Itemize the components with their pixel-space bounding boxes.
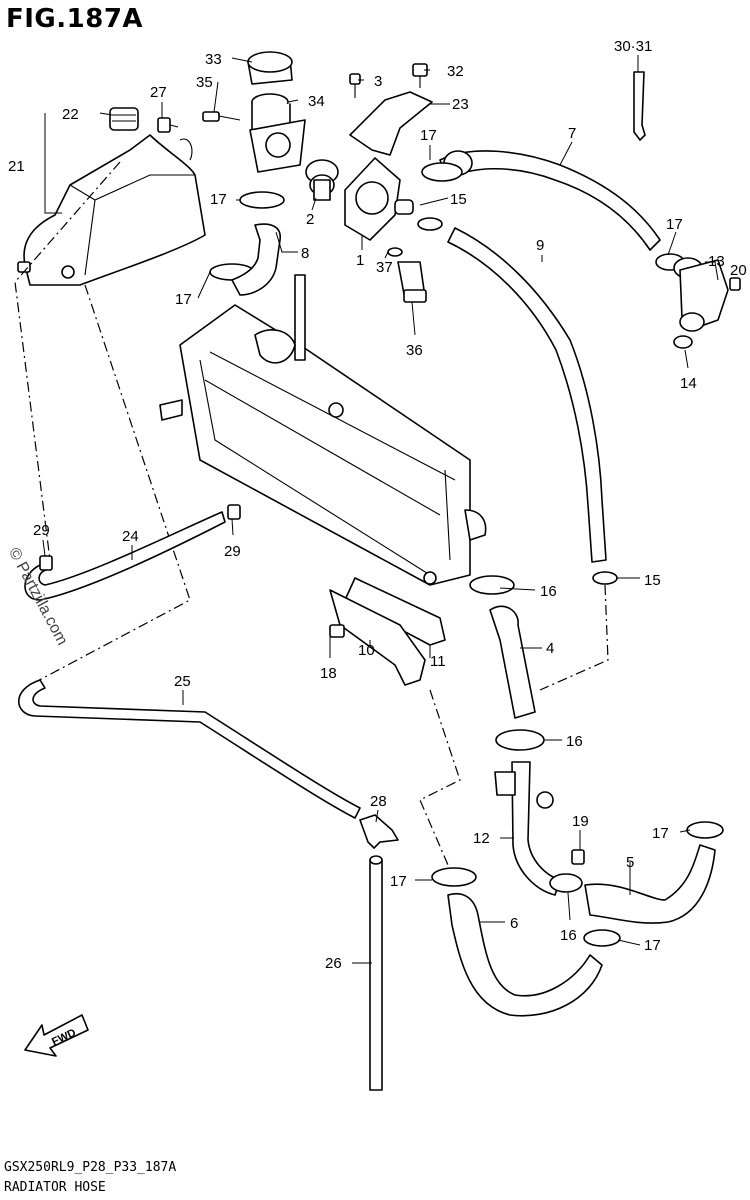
callout-9: 9 xyxy=(536,237,544,254)
callout-17: 17 xyxy=(175,291,192,308)
hose-7 xyxy=(439,150,661,251)
callout-1: 1 xyxy=(356,252,364,269)
fwd-arrow-icon: FWD xyxy=(24,1014,89,1057)
temperature-sensor xyxy=(387,247,427,303)
hose-clamp xyxy=(549,873,583,893)
callout-10: 10 xyxy=(358,642,375,659)
callout-16: 16 xyxy=(540,583,557,600)
routing-line xyxy=(539,584,609,691)
callout-13: 13 xyxy=(708,253,725,270)
filler-neck-assembly xyxy=(202,51,306,173)
pipe-12 xyxy=(511,761,561,896)
figure-caption: RADIATOR HOSE xyxy=(4,1180,106,1195)
callout-23: 23 xyxy=(452,96,469,113)
callout-labels: 33 35 34 27 22 21 3 32 23 30·31 7 17 17 … xyxy=(8,38,747,972)
callout-36: 36 xyxy=(406,342,423,359)
callout-5: 5 xyxy=(626,854,634,871)
hose-8 xyxy=(231,223,281,296)
callout-7: 7 xyxy=(568,125,576,142)
callout-4: 4 xyxy=(546,640,554,657)
callout-29: 29 xyxy=(33,522,50,539)
hose-clamp xyxy=(431,867,477,887)
hose-clamp xyxy=(495,729,545,751)
hose-clamp xyxy=(209,162,685,281)
hose-24 xyxy=(24,511,226,601)
callout-26: 26 xyxy=(325,955,342,972)
bolt-27 xyxy=(157,117,179,133)
figure-title: FIG.187A xyxy=(6,4,144,34)
callout-29: 29 xyxy=(224,543,241,560)
callout-17: 17 xyxy=(666,216,683,233)
callout-34: 34 xyxy=(308,93,325,110)
hose-6 xyxy=(447,893,603,1017)
callout-24: 24 xyxy=(122,528,139,545)
callout-17: 17 xyxy=(652,825,669,842)
callout-6: 6 xyxy=(510,915,518,932)
hose-clamp xyxy=(686,821,724,839)
routing-line xyxy=(419,689,461,866)
callout-19: 19 xyxy=(572,813,589,830)
callout-15: 15 xyxy=(644,572,661,589)
callout-32: 32 xyxy=(447,63,464,80)
callout-25: 25 xyxy=(174,673,191,690)
callout-17: 17 xyxy=(210,191,227,208)
callout-15: 15 xyxy=(450,191,467,208)
routing-line xyxy=(14,161,121,561)
callout-11: 11 xyxy=(430,653,446,670)
callout-35: 35 xyxy=(196,74,213,91)
thermostat-housing xyxy=(305,157,414,241)
leader-lines xyxy=(42,55,719,964)
gasket-11 xyxy=(344,577,446,646)
joint-28 xyxy=(359,814,399,849)
hose-25 xyxy=(18,679,361,819)
callout-27: 27 xyxy=(150,84,167,101)
stay-30-31 xyxy=(633,71,646,141)
callout-17: 17 xyxy=(644,937,661,954)
callout-22: 22 xyxy=(62,106,79,123)
figure-code: GSX250RL9_P28_P33_187A xyxy=(4,1160,177,1175)
hose-9 xyxy=(447,227,607,563)
outlet-fitting xyxy=(673,257,741,349)
callout-17: 17 xyxy=(390,873,407,890)
callout-14: 14 xyxy=(680,375,697,392)
radiator xyxy=(159,274,487,586)
hose-26 xyxy=(369,859,383,1091)
callout-2: 2 xyxy=(306,211,314,228)
hose-4 xyxy=(489,605,536,719)
callout-20: 20 xyxy=(730,262,747,279)
bolt-19 xyxy=(571,849,585,865)
callout-28: 28 xyxy=(370,793,387,810)
hose-clamp xyxy=(469,575,515,595)
callout-12: 12 xyxy=(473,830,490,847)
hose-clamp xyxy=(583,929,621,947)
callout-21: 21 xyxy=(8,158,25,175)
callout-18: 18 xyxy=(320,665,337,682)
callout-8: 8 xyxy=(301,245,309,262)
callout-3: 3 xyxy=(374,73,382,90)
bracket-23 xyxy=(349,63,433,156)
reservoir-tank xyxy=(17,107,206,286)
callout-16: 16 xyxy=(560,927,577,944)
callout-16: 16 xyxy=(566,733,583,750)
callout-33: 33 xyxy=(205,51,222,68)
callout-17: 17 xyxy=(420,127,437,144)
callout-30-31: 30·31 xyxy=(614,38,652,55)
hose-5 xyxy=(584,844,716,924)
water-pipe-10 xyxy=(329,589,426,686)
callout-37: 37 xyxy=(376,259,393,276)
